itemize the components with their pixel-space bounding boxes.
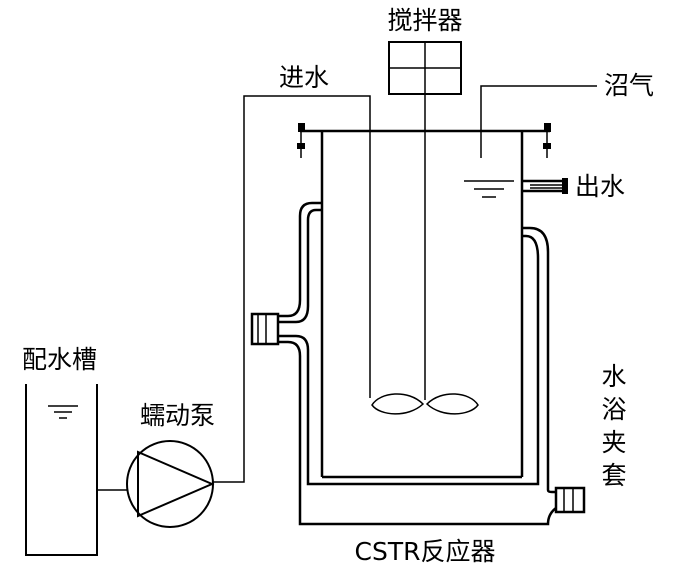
biogas-label: 沼气	[604, 71, 654, 100]
reactor-label: CSTR反应器	[355, 537, 496, 566]
outlet-label: 出水	[575, 172, 625, 201]
water-level-icon	[464, 180, 514, 198]
feed-tank-label: 配水槽	[22, 345, 97, 374]
pump-triangle-icon	[126, 440, 215, 528]
jacket-label-char-4: 套	[601, 461, 626, 490]
lid-bolt-right-icon	[543, 123, 551, 158]
water-bath-jacket	[250, 201, 586, 526]
jacket-label-char-2: 浴	[601, 395, 626, 424]
inlet-pipe	[212, 95, 371, 483]
impeller-icon	[371, 393, 479, 415]
outlet-port-icon	[522, 178, 568, 194]
jacket-label-char-1: 水	[601, 362, 626, 391]
stirrer-label: 搅拌器	[387, 6, 462, 35]
jacket-label-char-3: 夹	[601, 428, 626, 457]
lid-bolt-left-icon	[297, 123, 305, 158]
pump-label: 蠕动泵	[140, 401, 215, 430]
biogas-line	[480, 85, 597, 158]
reactor-vessel	[297, 123, 551, 479]
water-bath-jacket-label: 水 浴 夹 套	[601, 362, 626, 490]
feed-tank-icon	[25, 384, 98, 556]
inlet-label: 进水	[279, 63, 329, 92]
stirrer-motor-icon	[388, 41, 462, 95]
